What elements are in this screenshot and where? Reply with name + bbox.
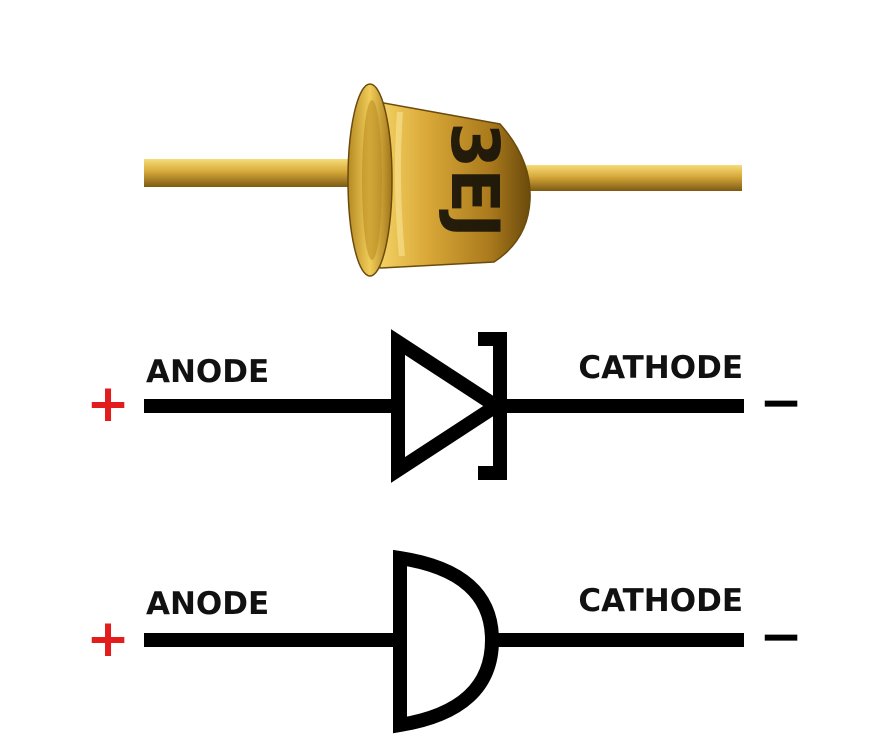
anode-wire <box>144 633 398 647</box>
diode-component-photo: 3EJ <box>144 83 742 277</box>
anode-plus-sign: + <box>86 609 130 669</box>
d-shape-symbol-diagram: + ANODE CATHODE − <box>86 549 803 734</box>
diode-triangle <box>391 329 509 483</box>
anode-label: ANODE <box>146 354 269 390</box>
cathode-minus-sign: − <box>759 373 803 433</box>
anode-wire <box>144 399 394 413</box>
d-shape-body <box>393 549 500 734</box>
cathode-minus-sign: − <box>759 607 803 667</box>
cathode-label: CATHODE <box>578 583 743 619</box>
body-marking: 3EJ <box>436 122 513 238</box>
right-lead <box>520 165 742 191</box>
cathode-wire <box>500 399 744 413</box>
anode-label: ANODE <box>146 586 269 622</box>
anode-plus-sign: + <box>86 374 130 434</box>
diode-rim-inner <box>362 100 382 260</box>
left-lead <box>144 159 374 187</box>
diode-symbol-diagram: + ANODE CATHODE − <box>86 329 803 483</box>
cathode-label: CATHODE <box>578 350 743 386</box>
body-highlight <box>394 111 405 257</box>
cathode-wire <box>492 633 744 647</box>
